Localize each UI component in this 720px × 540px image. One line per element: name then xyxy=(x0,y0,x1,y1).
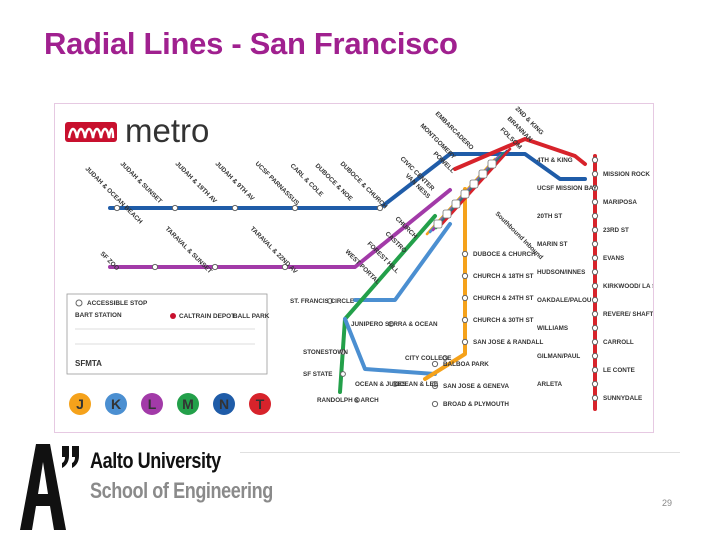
line-letter: T xyxy=(256,396,265,412)
line-letter: M xyxy=(182,396,194,412)
station-label: MARIPOSA xyxy=(603,199,637,206)
station-label: CHURCH & 24TH ST xyxy=(473,295,534,302)
station-dot xyxy=(432,401,437,406)
muni-logo-icon xyxy=(65,122,117,142)
station-label: LE CONTE xyxy=(603,367,635,374)
station-dot xyxy=(152,264,157,269)
line-letter: L xyxy=(148,396,157,412)
branch-label: JUDAH & 9TH AV xyxy=(214,160,256,202)
subway-station-dot xyxy=(434,220,442,228)
map-legend: ACCESSIBLE STOP BART STATION CALTRAIN DE… xyxy=(67,294,270,374)
aalto-a-logo xyxy=(18,440,80,532)
station-label: UCSF MISSION BAY xyxy=(537,185,598,192)
map-canvas: metro 4TH & KING MISSION ROCK UCSF MISSION… xyxy=(55,104,653,432)
station-label: STONESTOWN xyxy=(303,349,348,356)
university-name: Aalto University xyxy=(90,448,221,474)
slide-title: Radial Lines - San Francisco xyxy=(44,26,458,62)
station-dot xyxy=(592,395,597,400)
station-dot xyxy=(592,227,597,232)
footer-rule xyxy=(240,452,680,453)
station-label: HUDSON/INNES xyxy=(537,269,585,276)
subway-station-dot xyxy=(461,190,469,198)
station-dot xyxy=(462,273,467,278)
branch-label: DUBOCE & CHURCH xyxy=(339,160,389,210)
station-dot xyxy=(592,171,597,176)
station-label: CHURCH & 18TH ST xyxy=(473,273,534,280)
school-name: School of Engineering xyxy=(90,478,273,504)
station-label: SAN JOSE & RANDALL xyxy=(473,339,543,346)
station-dot xyxy=(592,311,597,316)
station-dot xyxy=(592,367,597,372)
legend-bart-label: BART STATION xyxy=(75,312,122,319)
sfmta-logo: SFMTA xyxy=(75,359,102,368)
station-dot xyxy=(592,199,597,204)
station-dot xyxy=(592,241,597,246)
station-label: KIRKWOOD/ LA SALLE xyxy=(603,283,653,290)
station-dot xyxy=(592,381,597,386)
station-label: 20TH ST xyxy=(537,213,562,220)
line-letter: J xyxy=(76,396,84,412)
station-dot xyxy=(462,251,467,256)
station-dot xyxy=(172,205,177,210)
station-label: REVERE/ SHAFTER xyxy=(603,311,653,318)
station-dot xyxy=(114,205,119,210)
station-dot xyxy=(432,361,437,366)
station-label: CHURCH & 30TH ST xyxy=(473,317,534,324)
subway-station-dot xyxy=(470,180,478,188)
station-dot xyxy=(592,353,597,358)
branch-label: JUDAH & 19TH AV xyxy=(174,160,219,205)
line-letter: N xyxy=(219,396,229,412)
subway-station-dot xyxy=(479,170,487,178)
station-label: JUNIPERO SERRA & OCEAN xyxy=(351,321,438,328)
station-label: CITY COLLEGE xyxy=(405,355,451,362)
station-label: MISSION ROCK xyxy=(603,171,650,178)
station-label: EVANS xyxy=(603,255,624,262)
station-dot xyxy=(592,297,597,302)
station-label: WILLIAMS xyxy=(537,325,568,332)
station-dot xyxy=(592,269,597,274)
station-label: MARIN ST xyxy=(537,241,568,248)
legend-accessible-label: ACCESSIBLE STOP xyxy=(87,300,148,307)
station-dot xyxy=(592,283,597,288)
metro-wordmark: metro xyxy=(125,112,209,149)
station-dot xyxy=(462,317,467,322)
station-label: DUBOCE & CHURCH xyxy=(473,251,536,258)
station-dot xyxy=(592,157,597,162)
station-dot xyxy=(592,325,597,330)
station-label: SUNNYDALE xyxy=(603,395,642,402)
station-label: BROAD & PLYMOUTH xyxy=(443,401,509,408)
legend-caltrain-label: CALTRAIN DEPOT xyxy=(179,313,235,320)
station-label: SAN JOSE & GENEVA xyxy=(443,383,509,390)
station-dot xyxy=(462,295,467,300)
station-label: GILMAN/PAUL xyxy=(537,353,580,360)
station-label: OAKDALE/PALOU xyxy=(537,297,592,304)
line-letter: K xyxy=(111,396,121,412)
branch-label: SF ZOO xyxy=(99,250,121,272)
station-label: RANDOLPH & ARCH xyxy=(317,397,379,404)
muni-metro-map: metro 4TH & KING MISSION ROCK UCSF MISSION… xyxy=(54,103,654,433)
page-number: 29 xyxy=(662,498,672,508)
station-label: ST. FRANCIS CIRCLE xyxy=(290,298,354,305)
station-label: OCEAN & LEE xyxy=(395,381,438,388)
station-label: BALBOA PARK xyxy=(443,361,489,368)
station-label: 4TH & KING xyxy=(537,157,573,164)
station-dot xyxy=(592,255,597,260)
station-dot xyxy=(592,213,597,218)
station-dot xyxy=(462,339,467,344)
legend-ballpark-label: BALL PARK xyxy=(233,313,270,320)
station-dot xyxy=(232,205,237,210)
subway-station-dot xyxy=(452,200,460,208)
subway-station-dot xyxy=(443,210,451,218)
station-label: 23RD ST xyxy=(603,227,629,234)
branch-label: JUDAH & SUNSET xyxy=(119,160,164,205)
subway-station-dot xyxy=(488,160,496,168)
station-label: SF STATE xyxy=(303,371,333,378)
station-dot xyxy=(341,372,346,377)
station-label: CARROLL xyxy=(603,339,634,346)
station-dot xyxy=(592,339,597,344)
station-label: ARLETA xyxy=(537,381,563,388)
